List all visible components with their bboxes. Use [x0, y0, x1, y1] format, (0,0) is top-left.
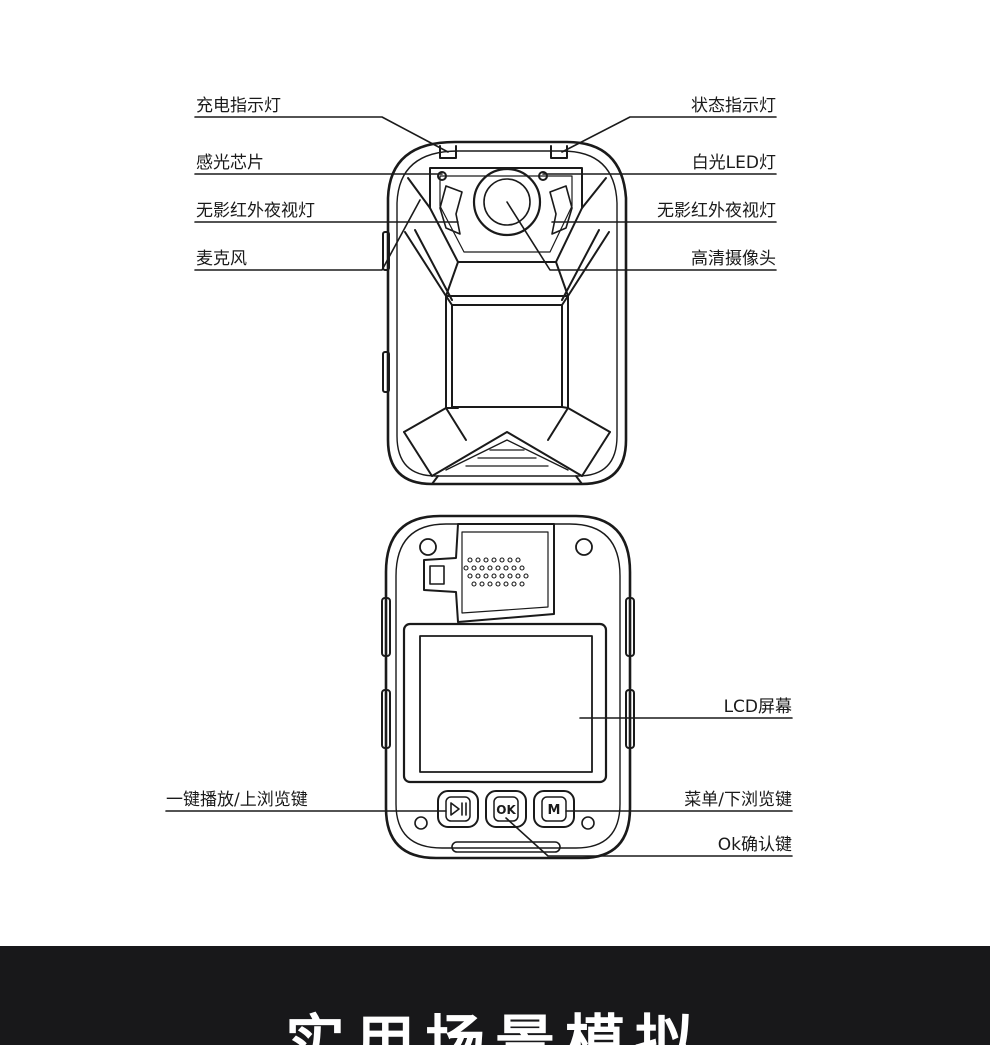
side-button-left-1: [382, 231, 390, 271]
callout-microphone: 麦克风: [196, 249, 247, 269]
callout-hd-camera: 高清摄像头: [691, 249, 776, 269]
play-up-button-inner: [445, 796, 471, 822]
grip-left-1: [381, 597, 391, 657]
back-callout-lines: [165, 717, 793, 857]
front-top-clip-left: [439, 145, 457, 159]
screw-bottom-right: [581, 816, 595, 830]
front-bottom-clip: [431, 475, 583, 485]
facet-bottom-left: [403, 407, 467, 477]
grip-left-2: [381, 689, 391, 749]
menu-button: [533, 790, 575, 828]
callout-menu-down: 菜单/下浏览键: [684, 790, 792, 810]
clip-latch: [429, 565, 445, 585]
play-up-button: [437, 790, 479, 828]
facet-right-upper: [581, 177, 607, 209]
menu-button-inner: [541, 796, 567, 822]
facet-top-bar: [445, 261, 569, 297]
device-illustration: OK M: [165, 116, 793, 860]
back-view: [381, 514, 635, 860]
lcd-bezel: [402, 622, 608, 784]
bottom-slot: [451, 841, 561, 853]
camera-lens-outer: [472, 167, 542, 237]
white-led-dot: [538, 171, 548, 181]
chevron-stripes: [465, 449, 549, 467]
bottom-chevron: [431, 431, 583, 477]
camera-lens-inner: [483, 178, 531, 226]
grip-right-2: [625, 689, 635, 749]
front-view: [382, 140, 628, 486]
callout-light-sensor: 感光芯片: [196, 153, 264, 173]
screw-bottom-left: [414, 816, 428, 830]
callout-lcd: LCD屏幕: [723, 697, 792, 717]
callout-white-led: 白光LED灯: [691, 153, 776, 173]
callout-status-led: 状态指示灯: [691, 96, 776, 116]
ir-led-left: [439, 185, 463, 235]
speaker-grille: [463, 557, 529, 587]
front-center-panel: [451, 304, 563, 408]
screw-top-right: [575, 538, 593, 556]
line-ok: [505, 817, 793, 857]
callout-charge-led: 充电指示灯: [196, 96, 281, 116]
camera-window: [429, 167, 583, 263]
lcd-screen: [419, 635, 593, 773]
callout-ir-left: 无影红外夜视灯: [196, 201, 315, 221]
facet-left-mid: [403, 231, 447, 433]
ok-button-inner: [493, 796, 519, 822]
facet-left-inner: [414, 229, 453, 301]
front-top-clip-right: [550, 145, 568, 159]
line-status-led: [561, 116, 777, 153]
line-charge-led: [194, 116, 449, 153]
panel-connectors: [445, 295, 569, 409]
side-button-left-2: [382, 351, 390, 393]
screw-top-left: [419, 538, 437, 556]
back-body-inner: [395, 523, 621, 849]
menu-button-label: M: [548, 803, 561, 818]
camera-window-inner: [439, 175, 573, 253]
front-body-inner: [396, 150, 618, 477]
clip-plate: [423, 523, 555, 623]
callout-ir-right: 无影红外夜视灯: [657, 201, 776, 221]
banner-title: 实用场景模拟: [285, 1009, 705, 1045]
back-body-outline: [384, 514, 632, 860]
ok-button: [485, 790, 527, 828]
line-microphone: [194, 199, 421, 271]
front-callout-lines: [194, 116, 777, 271]
bottom-chevron-inner: [445, 439, 569, 471]
line-hd-camera: [506, 201, 777, 271]
bottom-banner: 实用场景模拟: [0, 946, 990, 1045]
clip-plate-inner: [461, 531, 549, 614]
play-pause-icon: [450, 802, 467, 816]
facet-bottom-right: [547, 407, 611, 477]
facet-left-upper: [407, 177, 431, 209]
grip-right-1: [625, 597, 635, 657]
light-sensor-dot: [437, 171, 447, 181]
facet-right-inner: [561, 229, 600, 301]
callout-ok: Ok确认键: [717, 835, 792, 855]
callout-play-up: 一键播放/上浏览键: [166, 790, 308, 810]
ir-led-right: [549, 185, 573, 235]
facet-right-mid: [567, 231, 611, 433]
ok-button-label: OK: [496, 803, 516, 817]
